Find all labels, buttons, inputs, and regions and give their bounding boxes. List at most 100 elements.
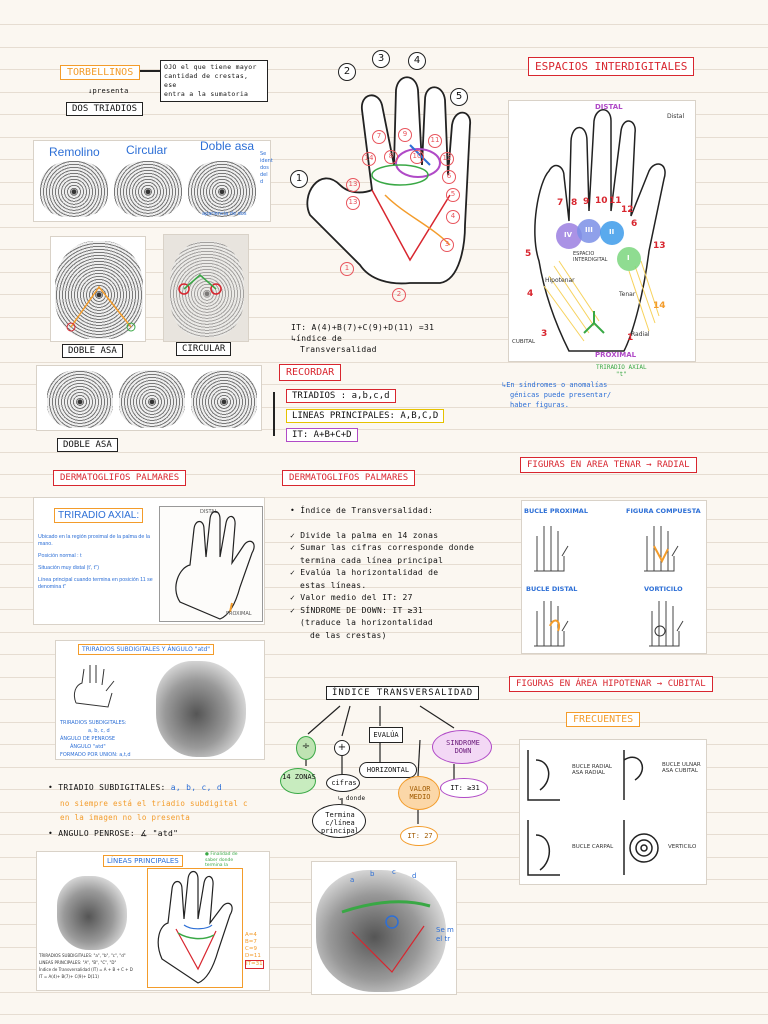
dm-5: ✓ Evalúa la horizontalidad de: [290, 568, 439, 577]
hand-red-9: 9: [398, 128, 412, 142]
ruled-line: [0, 789, 768, 790]
hand-red-13b: 13: [346, 196, 360, 210]
hand-red-3: 3: [440, 238, 454, 252]
ruled-line: [0, 744, 768, 745]
dm-4: termina cada línea principal: [300, 555, 444, 565]
tpl-2: a, b, c, d: [88, 728, 110, 734]
num-11: 11: [609, 196, 622, 206]
remolino-print-image: [40, 161, 108, 217]
recordar-tag: RECORDAR: [279, 364, 342, 381]
mm-donde: ↳ donde: [338, 795, 366, 802]
triradio-marks: [178, 274, 222, 295]
lrv-b: B=7: [245, 939, 257, 945]
ltl-2: LINEAS PRINCIPALES: "A", "B", "C", "D": [39, 960, 117, 965]
espacios-title: ESPACIOS INTERDIGITALES: [528, 57, 695, 76]
doble-asa-label: Doble asa: [200, 139, 255, 153]
hand-red-14: 14: [362, 152, 376, 166]
mm-cifras-node: cifras: [326, 774, 360, 792]
palm-label-d: d: [412, 872, 417, 880]
bucle-proximal-label: BUCLE PROXIMAL: [524, 507, 588, 515]
print-c: [191, 370, 257, 428]
mm-horizontal-text: HORIZONTAL: [366, 766, 410, 774]
hand-num-3: 3: [372, 50, 390, 68]
hand-red-6: 6: [442, 170, 456, 184]
hand-red-11: 11: [428, 134, 442, 148]
doble-asa-tag: DOBLE ASA: [62, 344, 123, 358]
lineas-text-lines: TRIRADIOS SUBDIGITALES: "a", "b", "c", "…: [39, 952, 149, 980]
ruled-line: [0, 69, 768, 70]
dm-10: de las crestas): [310, 630, 387, 640]
mm-valor-text: VALOR MEDIO: [409, 785, 431, 801]
sindromes-line2: génicas puede presentar/: [510, 391, 612, 399]
circular-fingerprint: [163, 234, 249, 342]
ruled-line: [0, 677, 768, 678]
mm-termina-node: Termina c/línea principal: [312, 804, 366, 838]
distal-label: DISTAL: [595, 103, 623, 111]
recordar-brace: [273, 392, 275, 436]
bullet-1: Ubicado en la región proximal de la palm…: [38, 534, 150, 547]
mm-cifras-text: cifras: [331, 779, 357, 787]
ruled-line: [0, 1014, 768, 1015]
num-9: 9: [583, 197, 590, 207]
bucle-radial-label: BUCLE RADIAL ASA RADIAL: [572, 764, 612, 776]
num-3: 3: [541, 329, 548, 339]
bullet-4: Línea principal cuando termina en posici…: [38, 577, 153, 590]
vorticilo-label: VORTICILO: [644, 585, 683, 593]
ruled-line: [0, 497, 768, 498]
ruled-line: [0, 362, 768, 363]
ojo-note-box: OJO el que tiene mayor cantidad de crest…: [160, 60, 268, 102]
figuras-hipotenar-title: FIGURAS EN ÁREA HIPOTENAR → CUBITAL: [509, 676, 713, 692]
dm-9: (traduce la horizontalidad: [300, 618, 434, 627]
bottom-palm-image: [316, 870, 446, 992]
side-note-5: d: [260, 179, 264, 185]
roman-ii: II: [609, 228, 615, 236]
whorl-side-note: Se ident dos del d: [260, 151, 273, 186]
hand-red-13: 13: [346, 178, 360, 192]
hand-red-5: 5: [446, 188, 460, 202]
bottom-right-note: Se m el tr: [436, 926, 454, 944]
triradio-axial-line2: "t": [615, 371, 627, 378]
num-13: 13: [653, 241, 666, 251]
mm-termina-text: Termina c/línea principal: [321, 811, 359, 835]
lrv-a: A=4: [245, 932, 257, 938]
palm-label-a: a: [350, 876, 355, 884]
lineas-panel-title: LÍNEAS PRINCIPALES: [103, 855, 183, 867]
sindromes-line3: haber figuras.: [510, 401, 570, 409]
lsn-3: termina la: [205, 863, 228, 868]
espacios-hand: [534, 109, 666, 352]
triradio-hand-box: DISTAL PROXIMAL: [159, 506, 263, 622]
lineas-right-vals: A=4 B=7 C=9 D=11 IT=31: [245, 932, 264, 969]
radial-label: Radial: [631, 331, 650, 338]
ltl-3: Índice de Transversalidad (IT) = A + B +…: [39, 967, 133, 972]
ltl-1: TRIRADIOS SUBDIGITALES: "a", "b", "c", "…: [39, 953, 126, 958]
ruled-line: [0, 542, 768, 543]
triradios-panel-lines: TRIRADIOS SUBDIGITALES: a, b, c, d ÁNGUL…: [60, 719, 150, 759]
mm-it31-node: IT: ≥31: [440, 778, 488, 798]
bullet-2: Posición normal : t: [38, 553, 82, 559]
ruled-line: [0, 722, 768, 723]
hand-red-4: 4: [446, 210, 460, 224]
ruled-line: [0, 452, 768, 453]
recordar-triadios: TRIADIOS : a,b,c,d: [286, 389, 396, 403]
dos-triadios-tag: DOS TRIADIOS: [66, 102, 144, 116]
presenta-note: ↓presenta: [88, 87, 129, 95]
mm-it31-text: IT: ≥31: [450, 784, 480, 792]
cubital-label: CUBITAL: [512, 339, 536, 345]
proximal-small: PROXIMAL: [226, 611, 252, 617]
ruled-line: [0, 339, 768, 340]
subdig-line2: no siempre está el triadio subdigital c: [60, 799, 248, 808]
triradio-lines: [66, 285, 136, 332]
brn-1: Se m: [436, 926, 454, 934]
circular-label: Circular: [126, 143, 168, 157]
circular-tag: CIRCULAR: [176, 342, 232, 356]
lineas-palm-print: [57, 876, 127, 950]
lineas-hand: [157, 870, 233, 984]
print-b: [119, 370, 185, 428]
tenar-hands: [534, 526, 684, 647]
palm-print-image: [156, 661, 246, 757]
hand-red-8: 8: [384, 150, 398, 164]
dermato-left-tag: DERMATOGLIFOS PALMARES: [53, 470, 187, 486]
frecuentes-tag: FRECUENTES: [566, 712, 641, 727]
side-note-1: Se: [260, 151, 267, 157]
bullet-3: Situación muy distal (t', t''): [38, 565, 100, 571]
